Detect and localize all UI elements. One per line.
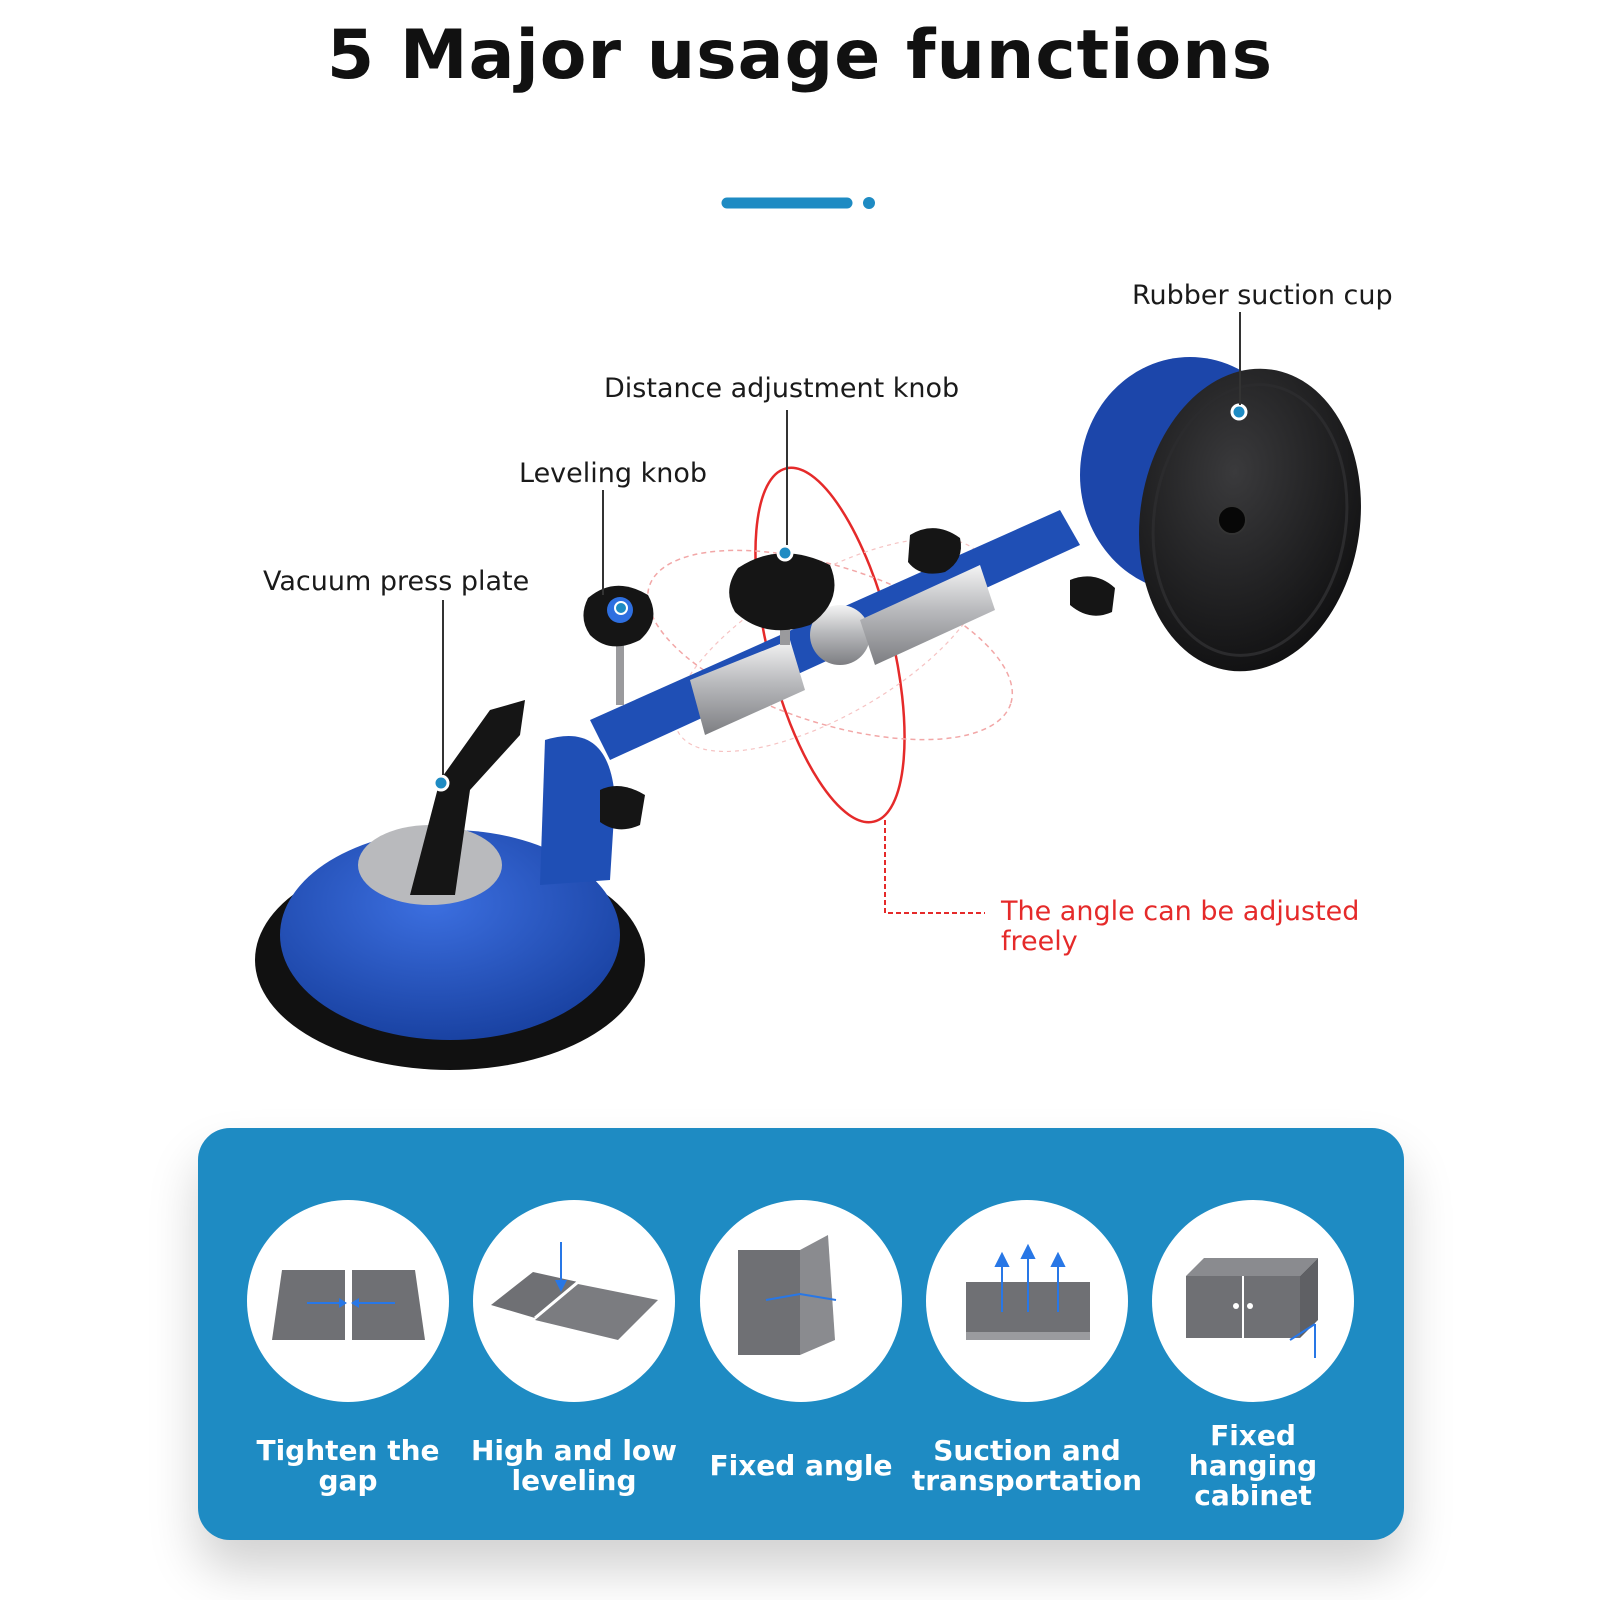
angle-icon xyxy=(700,1200,902,1402)
feature-label: High and low leveling xyxy=(470,1434,678,1497)
suction-lift-icon xyxy=(926,1200,1128,1402)
seam-setter-tool-illustration xyxy=(255,312,1361,1070)
leveling-knob xyxy=(583,585,654,830)
callout-leaders xyxy=(442,312,1241,914)
feature-fixed-angle: Fixed angle xyxy=(691,1200,911,1506)
feature-label: Fixed hanging cabinet xyxy=(1188,1419,1318,1512)
leveling-icon xyxy=(473,1200,675,1402)
callout-leveling-knob: Leveling knob xyxy=(519,458,708,489)
feature-label: Tighten the gap xyxy=(256,1434,440,1497)
callout-angle-adjust: The angle can be adjusted freely xyxy=(1001,896,1360,957)
feature-suction-transport: Suction and transportation xyxy=(911,1200,1143,1506)
page-title: 5 Major usage functions xyxy=(326,16,1274,95)
cup-marker xyxy=(1230,403,1248,421)
cabinet-icon xyxy=(1152,1200,1354,1402)
extension-bar xyxy=(590,510,1080,760)
distance-adjustment-knob xyxy=(729,528,1115,645)
feature-label: Suction and transportation xyxy=(911,1434,1143,1497)
callout-rubber-suction-cup: Rubber suction cup xyxy=(1132,280,1393,311)
callout-distance-adjustment-knob: Distance adjustment knob xyxy=(604,373,960,404)
feature-leveling: High and low leveling xyxy=(464,1200,684,1506)
title-divider xyxy=(721,197,875,209)
gap-tighten-icon xyxy=(247,1200,449,1402)
feature-tighten-gap: Tighten the gap xyxy=(238,1200,458,1506)
callout-vacuum-press-plate: Vacuum press plate xyxy=(263,566,530,597)
feature-hanging-cabinet: Fixed hanging cabinet xyxy=(1143,1200,1363,1512)
features-panel: Tighten the gap High and low leveling Fi… xyxy=(198,1128,1404,1540)
vacuum-base xyxy=(255,700,645,1070)
rubber-suction-cup xyxy=(1080,357,1361,672)
feature-label: Fixed angle xyxy=(709,1449,893,1482)
